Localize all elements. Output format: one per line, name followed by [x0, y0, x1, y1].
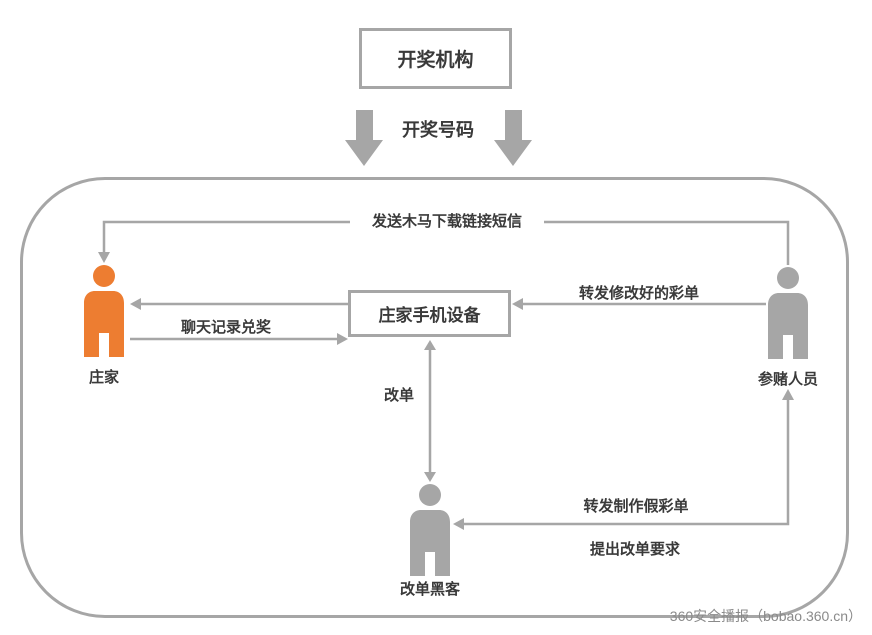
banker-label: 庄家: [88, 369, 119, 386]
edge-request-modify-label: 提出改单要求: [589, 541, 680, 558]
block-arrow-down-left-icon: [345, 110, 383, 166]
edge-forward-modified-label: 转发修改好的彩单: [578, 285, 699, 302]
lottery-agency-label: 开奖机构: [397, 50, 474, 71]
banker-phone-box: 庄家手机设备: [348, 290, 511, 337]
edge-forward-fake-label: 转发制作假彩单: [583, 498, 689, 515]
gamblers-person-icon: [768, 267, 808, 359]
lottery-agency-box: 开奖机构: [359, 28, 512, 89]
block-arrow-down-right-icon: [494, 110, 532, 166]
edge-modify-order-label: 改单: [383, 387, 414, 404]
gamblers-label: 参赌人员: [757, 371, 818, 388]
banker-phone-label: 庄家手机设备: [378, 306, 481, 325]
banker-person-icon: [84, 265, 124, 357]
lottery-number-label: 开奖号码: [402, 120, 474, 140]
edge-trojan-sms-label: 发送木马下载链接短信: [350, 212, 544, 232]
watermark-text: 360安全播报（bobao.360.cn）: [669, 608, 862, 624]
hacker-label: 改单黑客: [399, 581, 460, 598]
edge-chat-redeem-label: 聊天记录兑奖: [180, 319, 271, 336]
hacker-person-icon: [410, 484, 450, 576]
